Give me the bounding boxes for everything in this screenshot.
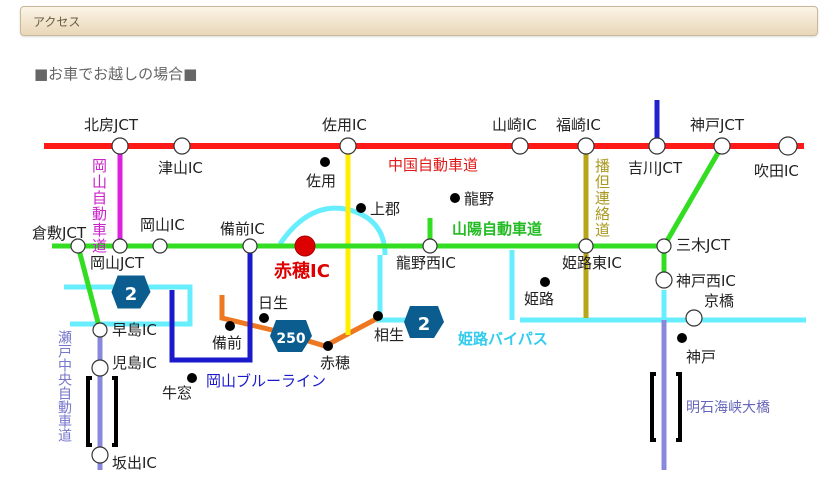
label-ushimado: 牛窓 xyxy=(162,384,192,402)
label-blue-line: 岡山ブルーライン xyxy=(206,372,326,390)
label-bypass: 姫路バイパス xyxy=(458,330,548,348)
label-chugoku: 中国自動車道 xyxy=(388,156,478,174)
label-sanyo: 山陽自動車道 xyxy=(452,220,542,238)
ic-hayashima xyxy=(92,322,108,338)
ic-yokawa xyxy=(648,137,666,155)
label-okayama-jct: 岡山JCT xyxy=(90,254,145,272)
ic-tsuyama xyxy=(173,137,191,155)
svg-text:2: 2 xyxy=(125,284,138,305)
akashi-bridge-marker xyxy=(650,372,682,442)
svg-text:250: 250 xyxy=(276,331,305,347)
label-okayama-v: 岡山自動車道 xyxy=(90,158,108,254)
label-fukusaki: 福崎IC xyxy=(556,116,601,134)
label-yamasaki: 山崎IC xyxy=(492,116,537,134)
label-kobe: 神戸 xyxy=(686,348,716,366)
label-kitafusa: 北房JCT xyxy=(84,116,139,134)
ic-himeji-higashi xyxy=(578,238,594,254)
seto-bridge-marker xyxy=(86,376,118,447)
label-okayama-ic: 岡山IC xyxy=(140,216,185,234)
label-tsuyama: 津山IC xyxy=(158,159,203,177)
label-bizen: 備前 xyxy=(212,334,242,352)
ic-okayama-jct xyxy=(112,238,128,254)
label-ako: 赤穂 xyxy=(320,354,350,372)
label-kobe-nishi: 神戸西IC xyxy=(676,272,736,290)
ic-bizen xyxy=(242,238,258,254)
label-yokawa: 吉川JCT xyxy=(628,159,683,177)
ic-okayama xyxy=(152,238,168,254)
ic-fukusaki xyxy=(577,137,595,155)
label-akashi: 明石海峡大橋 xyxy=(686,400,770,416)
sanyo-kurashiki-branch xyxy=(75,245,103,331)
label-tatsuno: 龍野 xyxy=(464,190,494,208)
label-kobe-jct: 神戸JCT xyxy=(690,116,745,134)
label-himeji-higashi: 姫路東IC xyxy=(562,254,622,272)
route250-road xyxy=(219,295,380,349)
label-sayo-ic: 佐用IC xyxy=(322,116,367,134)
ic-yamasaki xyxy=(511,137,529,155)
label-kyobashi: 京橋 xyxy=(704,292,734,310)
ic-suita xyxy=(778,136,798,156)
label-hinase: 日生 xyxy=(258,294,288,312)
ic-kobe-jct xyxy=(713,137,731,155)
section-subtitle: ■お車でお越しの場合■ xyxy=(34,65,198,83)
header-title: アクセス xyxy=(33,15,81,29)
ic-sayo xyxy=(339,137,357,155)
label-kurashiki: 倉敷JCT xyxy=(32,224,87,242)
label-hayashima: 早島IC xyxy=(112,321,157,339)
label-kamigori: 上郡 xyxy=(370,200,400,218)
label-aioi: 相生 xyxy=(374,326,404,344)
label-ako-ic: 赤穂IC xyxy=(274,260,330,282)
ic-kojima xyxy=(91,359,109,377)
label-seto-chuo-v: 瀬戸中央自動車道 xyxy=(56,330,72,443)
interchange-markers xyxy=(70,136,798,464)
label-miki: 三木JCT xyxy=(676,236,731,254)
label-banshu-v: 播但連絡道 xyxy=(593,158,611,238)
label-himeji: 姫路 xyxy=(524,290,554,308)
label-bizen-ic: 備前IC xyxy=(220,220,265,238)
sanyo-kobe-branch xyxy=(661,144,725,248)
label-suita: 吹田IC xyxy=(754,162,799,180)
label-tatsuno-nishi: 龍野西IC xyxy=(396,254,456,272)
ic-kyobashi xyxy=(685,309,703,327)
section-header: アクセス xyxy=(20,6,818,36)
ic-kurashiki xyxy=(70,238,86,254)
label-kojima: 児島IC xyxy=(112,354,157,372)
route2-shield-left: 2 xyxy=(111,275,151,309)
ic-kobe-nishi xyxy=(655,271,673,289)
ic-kitafusa xyxy=(111,137,129,155)
town-dots xyxy=(187,157,687,383)
ic-tatsuno-nishi xyxy=(422,238,438,254)
route250-shield: 250 xyxy=(270,320,312,352)
blue-line-road xyxy=(169,246,253,363)
svg-text:2: 2 xyxy=(418,314,431,335)
label-sakaide: 坂出IC xyxy=(112,454,157,472)
ic-sakaide xyxy=(91,446,109,464)
ic-miki xyxy=(656,238,672,254)
route2-shield-right: 2 xyxy=(404,306,444,338)
ic-ako xyxy=(294,235,316,257)
label-sayo: 佐用 xyxy=(306,172,336,190)
